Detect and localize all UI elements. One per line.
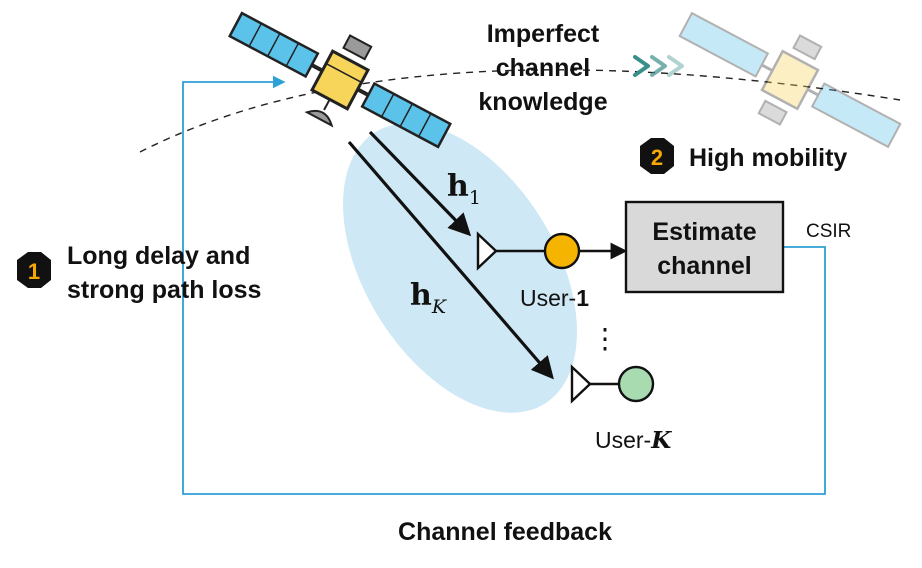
user1-node (543, 232, 581, 270)
estimate-label-line2: channel (657, 252, 751, 280)
user1-label: User-1 (520, 285, 589, 311)
antenna-icon (570, 364, 619, 404)
antenna-icon (476, 231, 545, 271)
channel-arrow-hK (347, 140, 554, 380)
svg-text:2: 2 (651, 145, 663, 170)
high-mobility-label: High mobility (689, 144, 847, 172)
h1-label: h1 (447, 169, 481, 209)
satellite-icon (228, 11, 452, 149)
orbit-arc (139, 69, 901, 153)
long-delay-line2: strong path loss (67, 276, 261, 304)
imperfect-label-line2: channel (496, 54, 590, 82)
estimate-label-line1: Estimate (652, 218, 756, 246)
imperfect-label-line3: knowledge (478, 88, 607, 116)
userK-label: User-K (595, 427, 672, 454)
long-delay-line1: Long delay and (67, 242, 250, 270)
imperfect-label-line1: Imperfect (487, 20, 600, 48)
badge-1: 1 (17, 252, 51, 288)
userK-node (617, 365, 655, 403)
svg-text:1: 1 (28, 259, 40, 284)
channel-arrow-h1 (368, 130, 472, 237)
badge-2: 2 (640, 138, 674, 174)
hK-label: hK (410, 278, 448, 318)
users-ellipsis: ⋮ (591, 323, 619, 354)
channel-feedback-label: Channel feedback (398, 518, 612, 546)
motion-chevrons-icon (633, 55, 684, 77)
estimate-channel-box (624, 200, 785, 294)
csir-label: CSIR (806, 221, 851, 242)
satellite-ghost-icon (678, 11, 902, 149)
feedback-line (182, 75, 826, 495)
